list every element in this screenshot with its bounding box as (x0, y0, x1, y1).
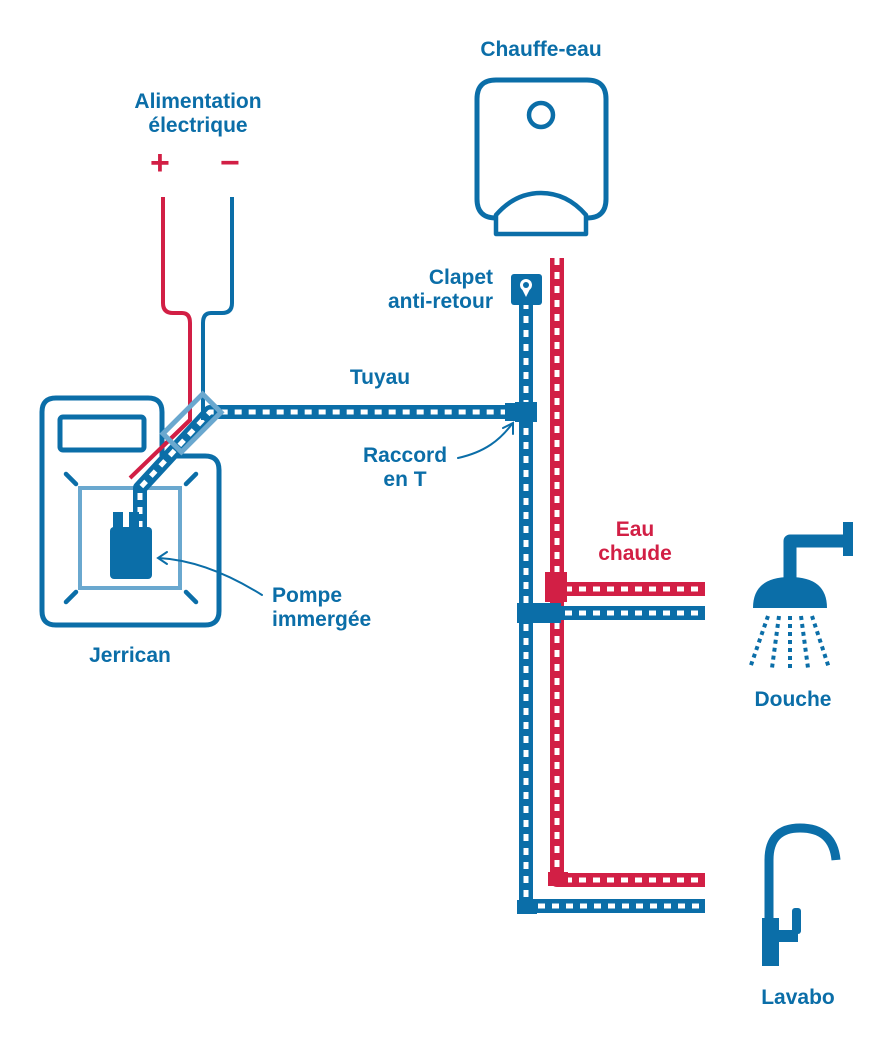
water-heater-icon (474, 77, 609, 237)
hot-water-label-2: chaude (598, 542, 672, 565)
submersible-pump-icon (110, 512, 152, 579)
hot-water-label-1: Eau (615, 518, 655, 541)
water-heater-label: Chauffe-eau (480, 38, 602, 61)
power-wires (118, 197, 234, 525)
pipe-label: Tuyau (349, 366, 411, 389)
jerrican-cap (159, 390, 225, 456)
shower-cold-fitting (517, 603, 561, 623)
tee-fitting (505, 403, 515, 421)
minus-sign: − (220, 144, 240, 182)
pump-label-2: immergée (272, 608, 372, 631)
faucet-icon (762, 823, 841, 966)
check-valve-label-1: Clapet (428, 266, 493, 289)
pump-label-1: Pompe (272, 584, 343, 607)
negative-wire (131, 197, 234, 525)
positive-wire (118, 197, 192, 525)
plus-sign: + (150, 144, 170, 182)
shower-head-icon (748, 522, 853, 669)
shower-label: Douche (754, 688, 832, 711)
tee-fitting-label-1: Raccord (362, 444, 448, 467)
tee-fitting-label-2: en T (383, 468, 427, 491)
pump-arrow (156, 551, 263, 596)
jerrican-icon (39, 395, 222, 628)
power-supply-label-2: électrique (148, 114, 248, 137)
hot-water-pipe (550, 258, 705, 887)
check-valve-label-2: anti-retour (388, 290, 493, 313)
jerrican-label: Jerrican (89, 644, 171, 667)
sink-label: Lavabo (761, 986, 835, 1009)
pipe-from-pump (133, 405, 513, 528)
shower-hot-fitting (545, 572, 567, 602)
pipe-fittings (505, 402, 568, 914)
power-supply-label-1: Alimentation (134, 90, 262, 113)
check-valve-icon (511, 274, 542, 305)
tee-arrow (457, 421, 514, 459)
